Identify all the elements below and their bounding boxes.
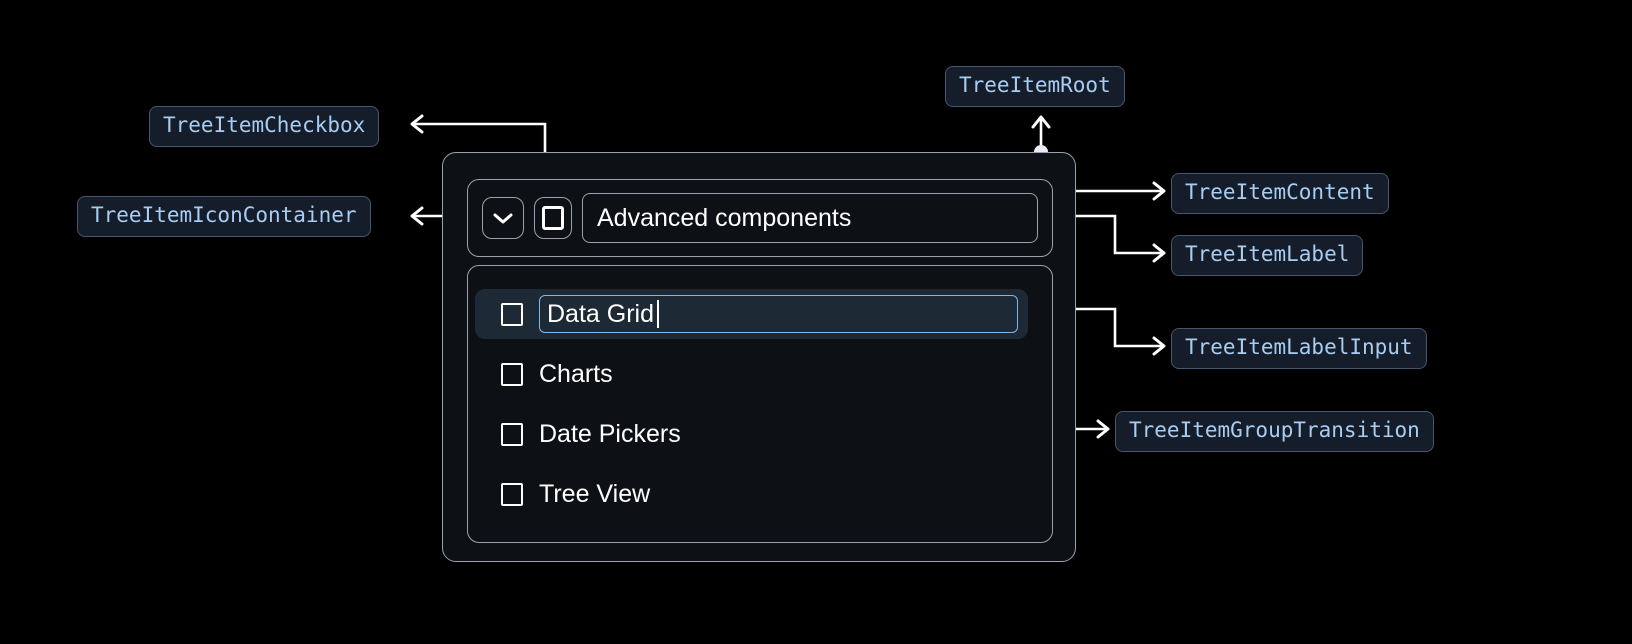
checkbox-unchecked-icon bbox=[542, 206, 564, 230]
tree-item-root[interactable]: Advanced components Data Grid Charts Dat… bbox=[442, 152, 1076, 562]
tree-item-label[interactable]: Advanced components bbox=[582, 193, 1038, 243]
tree-item-group-transition: Data Grid Charts Date Pickers Tree View bbox=[467, 265, 1053, 543]
tree-item-checkbox[interactable] bbox=[501, 302, 523, 326]
annotation-chip-tree-item-group-transition: TreeItemGroupTransition bbox=[1115, 411, 1434, 453]
annotation-chip-tree-item-icon-container: TreeItemIconContainer bbox=[77, 196, 371, 238]
tree-item-label: Charts bbox=[539, 359, 613, 388]
tree-item-label: Date Pickers bbox=[539, 419, 681, 448]
tree-item-row-date-pickers[interactable]: Date Pickers bbox=[468, 409, 1052, 459]
tree-item-checkbox[interactable] bbox=[534, 197, 572, 239]
tree-item-row-charts[interactable]: Charts bbox=[468, 349, 1052, 399]
annotation-chip-tree-item-label-input: TreeItemLabelInput bbox=[1171, 328, 1427, 370]
tree-item-checkbox[interactable] bbox=[501, 422, 523, 446]
tree-item-label: Tree View bbox=[539, 479, 651, 508]
chevron-down-icon bbox=[493, 213, 513, 223]
tree-item-icon-container[interactable] bbox=[482, 197, 524, 239]
tree-item-label-input-value: Data Grid bbox=[547, 299, 654, 328]
tree-item-checkbox[interactable] bbox=[501, 362, 523, 386]
tree-item-checkbox[interactable] bbox=[501, 482, 523, 506]
tree-item-content[interactable]: Advanced components bbox=[467, 179, 1053, 257]
tree-item-row-tree-view[interactable]: Tree View bbox=[468, 469, 1052, 519]
tree-item-label-input[interactable]: Data Grid bbox=[539, 295, 1018, 333]
text-caret bbox=[656, 300, 659, 328]
annotation-chip-tree-item-content: TreeItemContent bbox=[1171, 173, 1389, 215]
annotation-chip-tree-item-checkbox: TreeItemCheckbox bbox=[149, 106, 380, 148]
annotation-chip-tree-item-root: TreeItemRoot bbox=[945, 66, 1125, 108]
tree-item-label-text: Advanced components bbox=[597, 203, 852, 232]
tree-item-row-data-grid[interactable]: Data Grid bbox=[475, 289, 1028, 339]
annotation-chip-tree-item-label: TreeItemLabel bbox=[1171, 235, 1364, 277]
